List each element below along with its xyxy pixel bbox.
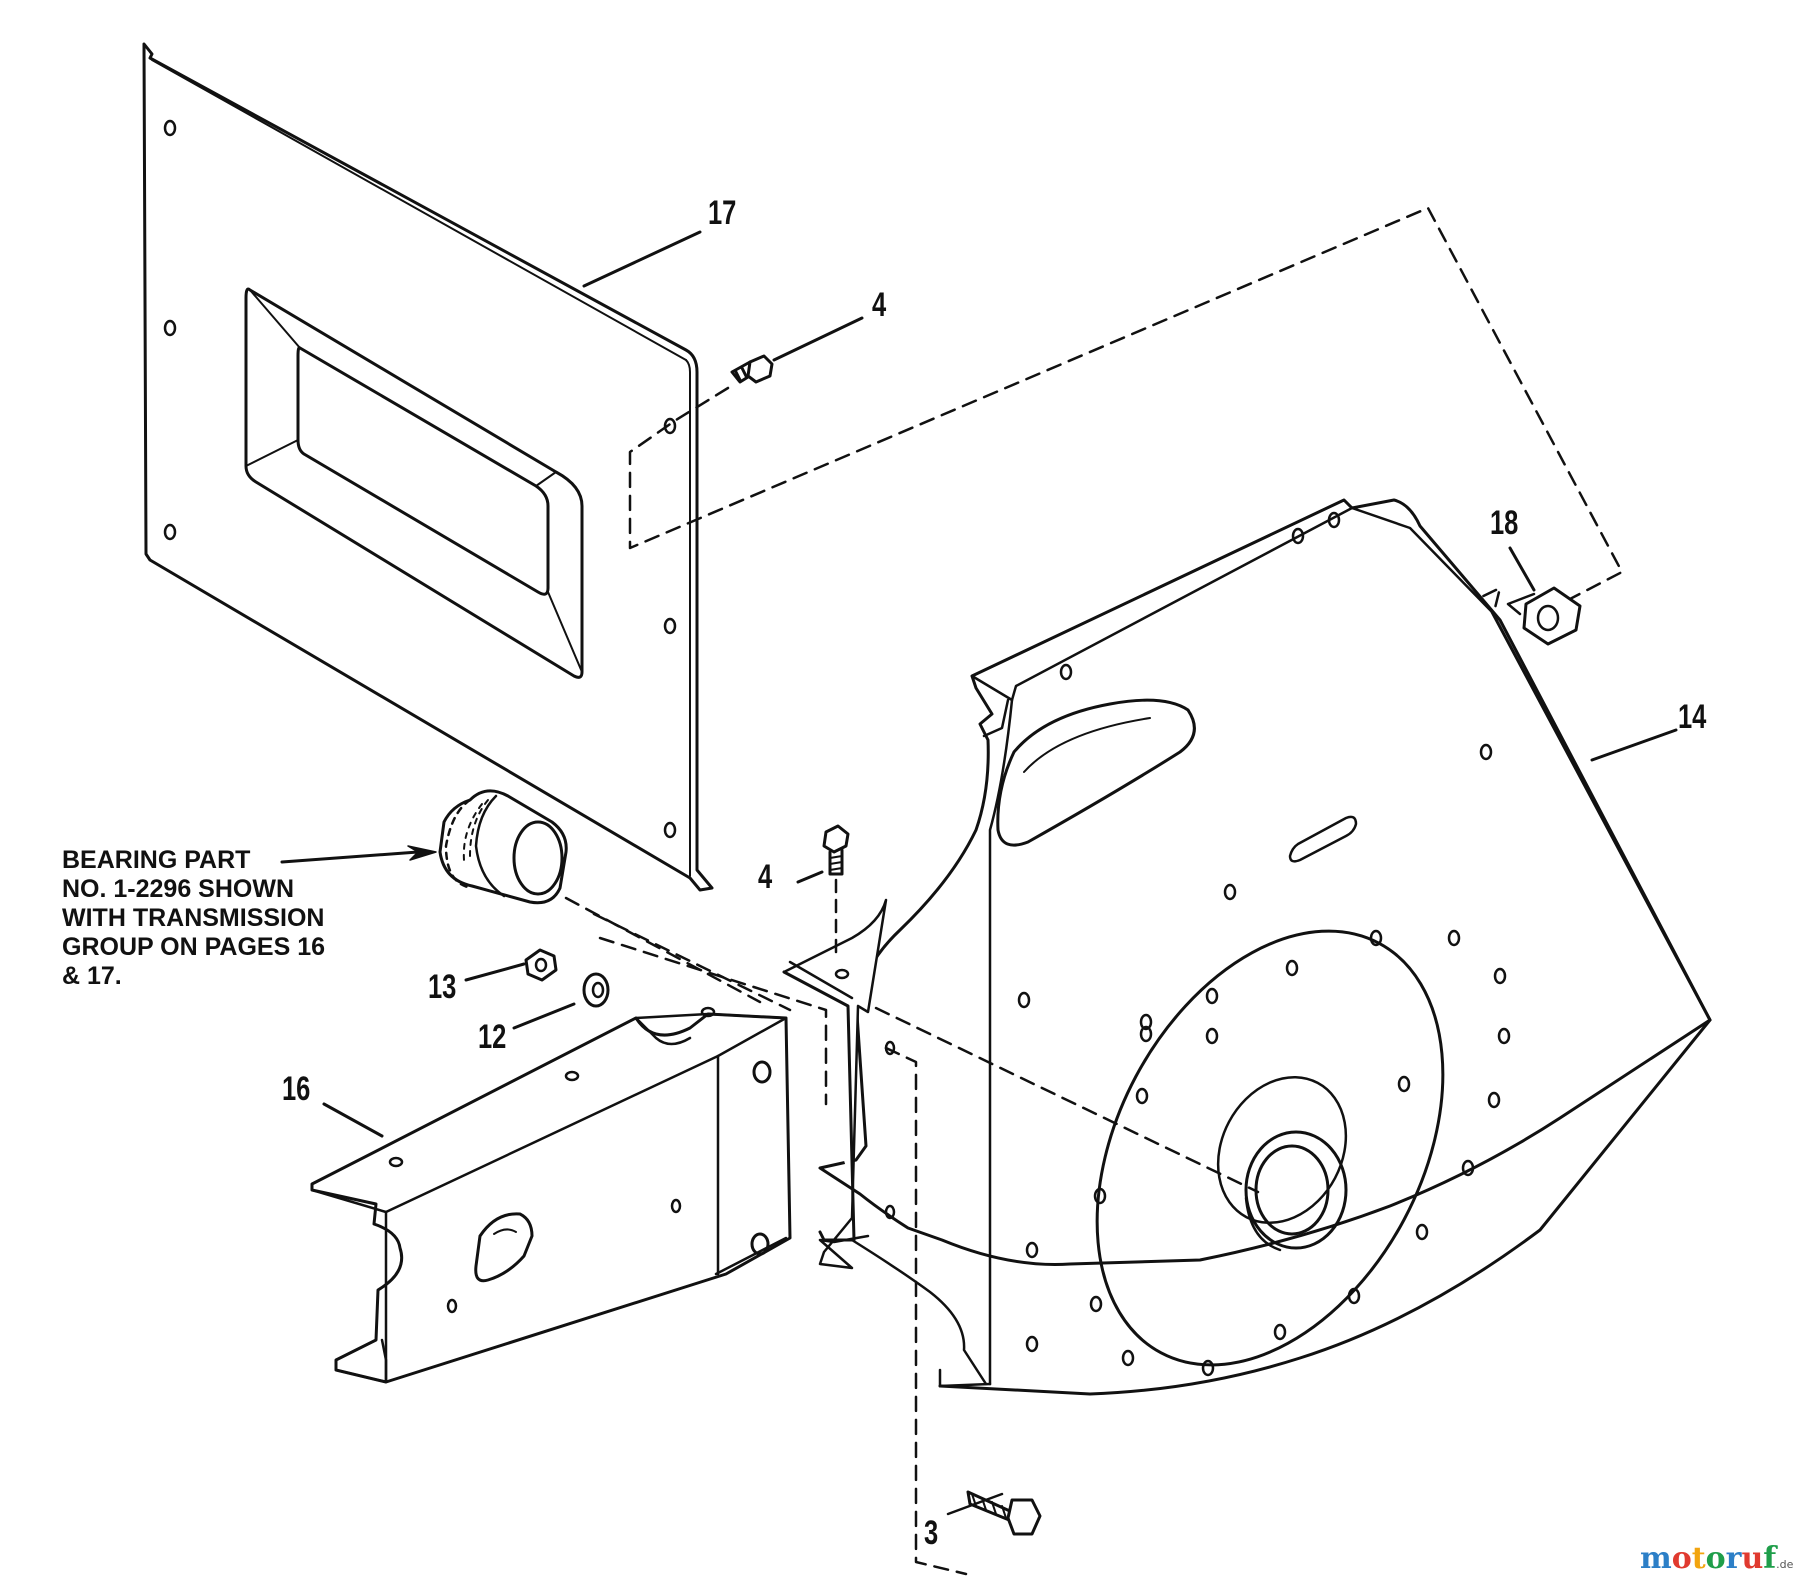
callout-17: 17	[708, 194, 737, 232]
leader-3	[946, 1492, 1004, 1516]
bearing-note: BEARING PART NO. 1-2296 SHOWN WITH TRANS…	[62, 846, 325, 991]
part-18-clip-nut	[1506, 586, 1582, 646]
part-4-screw-lower	[822, 824, 850, 876]
part-12-washer	[582, 972, 610, 1008]
watermark-tld: .de	[1776, 1558, 1794, 1571]
callout-13: 13	[428, 968, 457, 1006]
watermark-letter: m	[1640, 1541, 1672, 1576]
callout-4-upper: 4	[872, 286, 887, 324]
leader-18	[1508, 546, 1536, 592]
bearing-note-line-4: GROUP ON PAGES 16	[62, 933, 326, 961]
watermark-letter: t	[1691, 1541, 1706, 1576]
leader-14	[1590, 728, 1678, 762]
leader-bearing	[280, 850, 420, 864]
watermark-letter: o	[1705, 1541, 1726, 1576]
callout-4-lower: 4	[758, 858, 773, 896]
part-14-housing-plate	[818, 498, 1712, 1396]
part-3-screw	[966, 1490, 1042, 1536]
leader-17	[582, 230, 702, 288]
callout-12: 12	[478, 1018, 507, 1056]
bearing-note-line-3: WITH TRANSMISSION	[62, 904, 325, 932]
part-14-mount-flange	[782, 898, 896, 1270]
bearing-note-line-2: NO. 1-2296 SHOWN	[62, 875, 295, 903]
bearing-part	[438, 789, 568, 905]
watermark-letter: o	[1671, 1541, 1692, 1576]
part-17-cover-plate	[142, 42, 714, 892]
callout-18: 18	[1490, 504, 1519, 542]
callout-16: 16	[282, 1070, 311, 1108]
leader-16	[322, 1102, 384, 1138]
leader-13	[464, 962, 526, 982]
motoruf-watermark: motoruf.de	[1640, 1544, 1793, 1574]
callout-14: 14	[1678, 698, 1707, 736]
watermark-letter: u	[1741, 1541, 1764, 1576]
callout-3: 3	[924, 1514, 939, 1552]
bearing-note-line-5: & 17.	[62, 962, 122, 990]
part-13-hex-nut	[524, 948, 558, 982]
part-16-mount-bracket	[310, 1006, 792, 1384]
bearing-note-line-1: BEARING PART	[62, 846, 251, 874]
leader-4-upper	[772, 316, 864, 362]
leader-bearing-arrow	[407, 845, 437, 861]
leader-12	[512, 1002, 576, 1030]
leader-4-lower	[796, 870, 824, 884]
assembly-lines-middle	[564, 896, 1260, 1576]
watermark-letter: r	[1725, 1541, 1742, 1576]
watermark-letter: f	[1763, 1541, 1777, 1576]
part-4-screw-upper	[730, 354, 774, 384]
